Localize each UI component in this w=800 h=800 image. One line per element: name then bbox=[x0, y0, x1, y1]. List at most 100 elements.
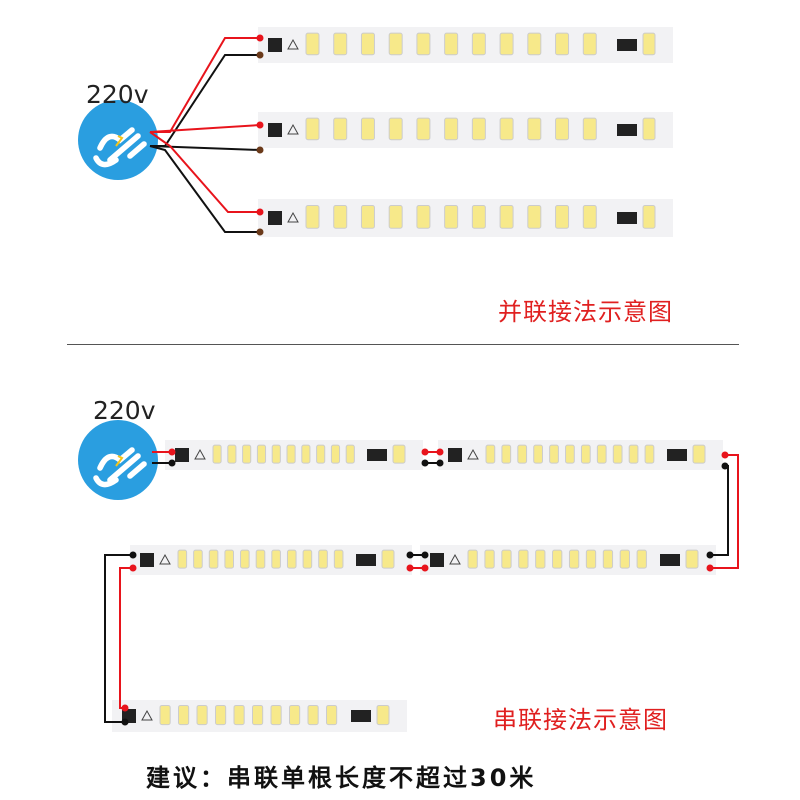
led-chip bbox=[178, 704, 190, 726]
led-chip bbox=[471, 32, 486, 56]
live-pad bbox=[721, 451, 729, 459]
driver-chip bbox=[140, 553, 154, 567]
neutral-pad bbox=[256, 51, 264, 59]
led-chip bbox=[644, 444, 655, 464]
led-chip bbox=[159, 704, 171, 726]
led-chip bbox=[289, 704, 301, 726]
lightning-icon bbox=[115, 135, 124, 147]
live-pad bbox=[256, 208, 264, 216]
resistor-chip bbox=[617, 124, 637, 136]
led-chip bbox=[499, 204, 514, 229]
led-chip bbox=[305, 204, 320, 229]
led-chip bbox=[580, 444, 591, 464]
led-chip bbox=[565, 444, 575, 464]
parallel-live-wire-2 bbox=[149, 124, 261, 133]
live-pad bbox=[406, 564, 414, 572]
warning-icon bbox=[449, 553, 461, 565]
led-chip bbox=[388, 32, 403, 56]
led-chip bbox=[318, 549, 328, 569]
led-chip bbox=[602, 549, 614, 569]
led-chip bbox=[533, 444, 543, 464]
section-divider bbox=[67, 344, 739, 345]
parallel-voltage-label: 220v bbox=[86, 80, 149, 109]
neutral-pad bbox=[421, 551, 429, 559]
led-chip bbox=[619, 549, 630, 569]
driver-chip bbox=[175, 448, 189, 462]
warning-icon bbox=[141, 709, 153, 721]
resistor-chip bbox=[617, 39, 637, 51]
led-chip bbox=[376, 704, 390, 726]
parallel-neutral-wire-3 bbox=[149, 145, 260, 233]
resistor-chip bbox=[367, 449, 387, 461]
series-link-neutral-2 bbox=[710, 465, 729, 556]
led-chip bbox=[416, 32, 431, 56]
led-chip bbox=[271, 444, 281, 464]
led-chip bbox=[307, 704, 319, 726]
led-chip bbox=[471, 204, 486, 229]
led-chip bbox=[208, 549, 219, 569]
led-chip bbox=[596, 444, 607, 464]
series-plug bbox=[78, 420, 158, 500]
led-chip bbox=[333, 32, 348, 56]
driver-chip bbox=[268, 38, 282, 52]
driver-chip bbox=[448, 448, 462, 462]
led-chip bbox=[636, 549, 647, 569]
live-pad bbox=[421, 448, 429, 456]
resistor-chip bbox=[356, 554, 376, 566]
resistor-chip bbox=[660, 554, 680, 566]
led-chip bbox=[333, 117, 348, 141]
live-pad bbox=[121, 704, 129, 712]
parallel-neutral-wire-2 bbox=[149, 145, 261, 151]
led-chip bbox=[302, 549, 313, 569]
series-link-live-2 bbox=[710, 454, 739, 569]
led-chip bbox=[193, 549, 203, 569]
led-chip bbox=[585, 549, 597, 569]
led-chip bbox=[242, 444, 252, 464]
warning-icon bbox=[467, 448, 479, 460]
series-strip-4 bbox=[420, 545, 716, 575]
led-chip bbox=[215, 704, 227, 726]
live-pad bbox=[436, 448, 444, 456]
length-recommendation-note: 建议：串联单根长度不超过30米 bbox=[146, 764, 537, 792]
driver-chip bbox=[268, 211, 282, 225]
led-chip bbox=[255, 549, 266, 569]
live-pad bbox=[256, 34, 264, 42]
led-chip bbox=[582, 32, 597, 56]
led-chip bbox=[467, 549, 478, 569]
warning-icon bbox=[287, 38, 299, 50]
led-chip bbox=[535, 549, 546, 569]
neutral-pad bbox=[406, 551, 414, 559]
led-chip bbox=[233, 704, 245, 726]
led-chip bbox=[499, 117, 514, 141]
neutral-pad bbox=[436, 459, 444, 467]
neutral-pad bbox=[129, 551, 137, 559]
parallel-plug bbox=[78, 100, 158, 180]
resistor-chip bbox=[617, 212, 637, 224]
led-chip bbox=[196, 704, 208, 726]
led-chip bbox=[271, 549, 281, 569]
led-chip bbox=[360, 117, 375, 141]
led-chip bbox=[552, 549, 563, 569]
led-chip bbox=[692, 444, 706, 464]
plug-cord-icon bbox=[93, 155, 119, 168]
led-chip bbox=[286, 444, 296, 464]
series-link-live-4 bbox=[119, 567, 133, 709]
parallel-caption: 并联接法示意图 bbox=[498, 298, 673, 326]
led-chip bbox=[252, 704, 264, 726]
led-chip bbox=[582, 204, 597, 229]
led-chip bbox=[360, 204, 375, 229]
led-chip bbox=[471, 117, 486, 141]
led-chip bbox=[316, 444, 326, 464]
led-chip bbox=[549, 444, 559, 464]
led-chip bbox=[305, 32, 320, 56]
led-chip bbox=[240, 549, 250, 569]
neutral-pad bbox=[721, 462, 729, 470]
led-chip bbox=[256, 444, 267, 464]
live-pad bbox=[129, 564, 137, 572]
lightning-icon bbox=[115, 455, 124, 467]
led-chip bbox=[416, 117, 431, 141]
led-chip bbox=[642, 32, 656, 56]
led-chip bbox=[685, 549, 699, 569]
led-chip bbox=[301, 444, 311, 464]
